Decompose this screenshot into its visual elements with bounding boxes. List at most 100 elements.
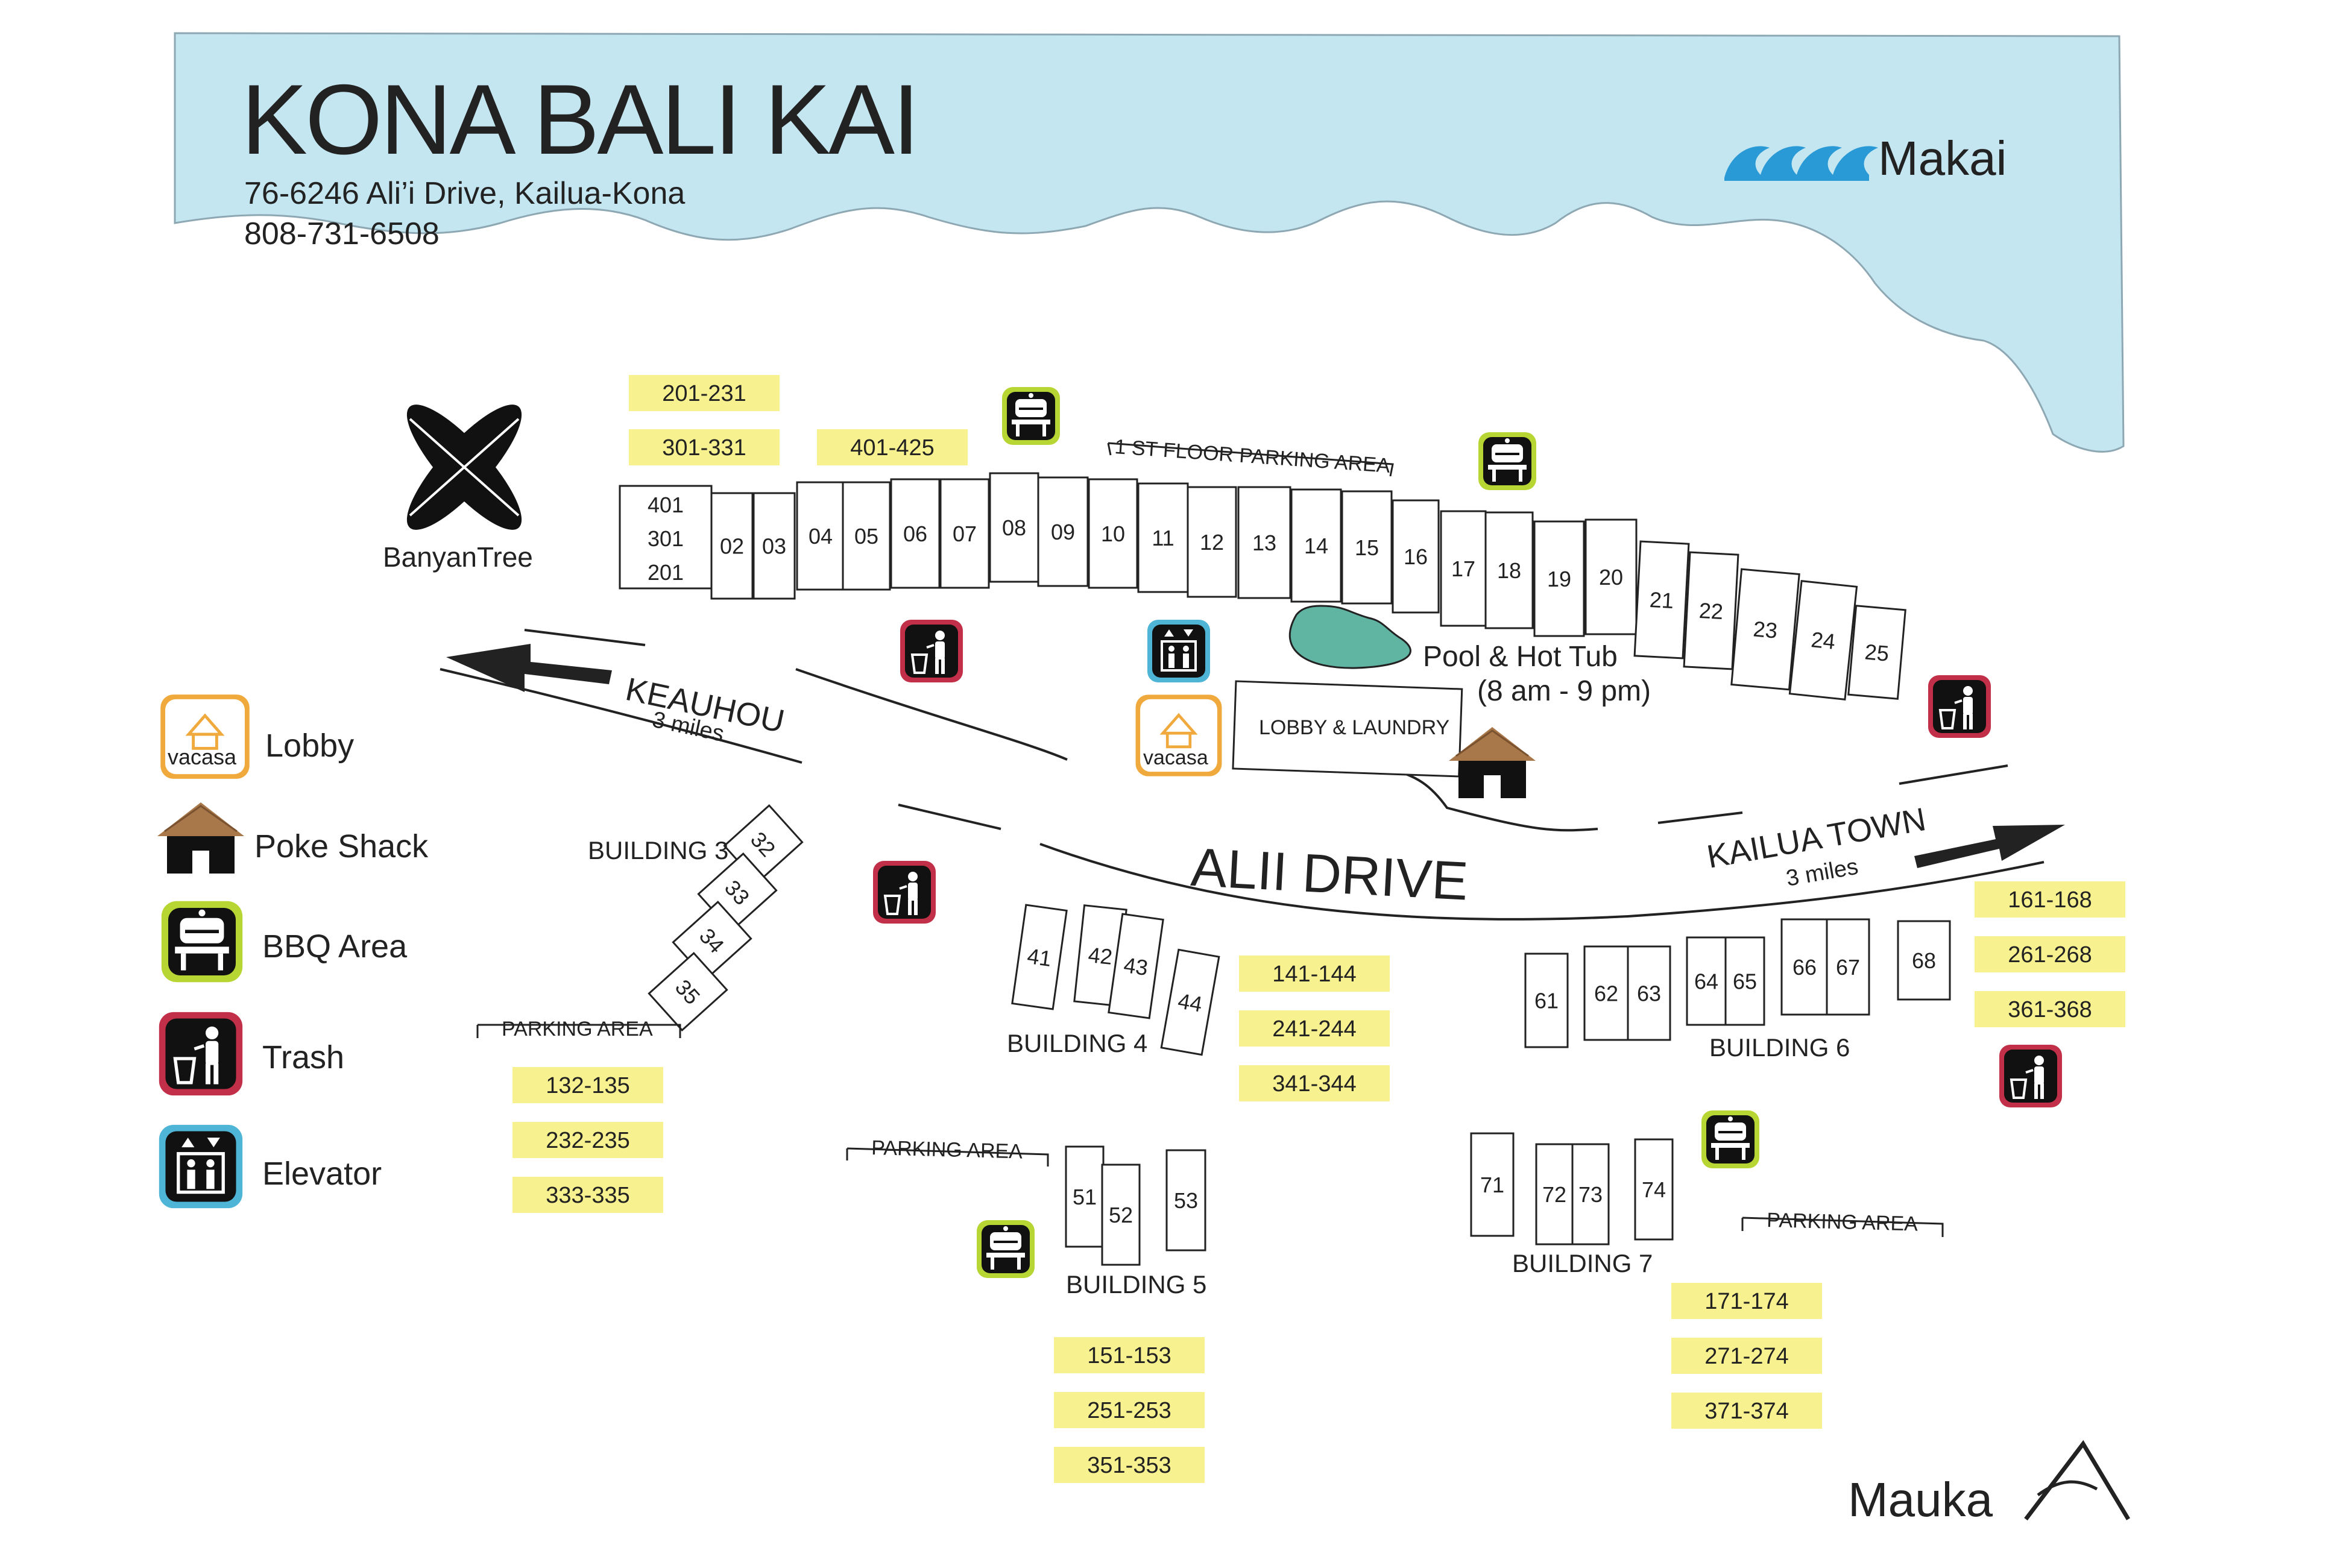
unit-02: 02 xyxy=(710,492,754,600)
unit-16-number: 16 xyxy=(1404,544,1428,569)
unit-range-tag-main-2-bg xyxy=(629,429,780,465)
pool-label: Pool & Hot Tub xyxy=(1423,641,1618,673)
unit-06-outline xyxy=(890,478,941,589)
unit-41-number: 41 xyxy=(1026,943,1053,971)
unit-20: 20 xyxy=(1584,518,1638,635)
first-floor-parking-bracket xyxy=(1107,442,1394,477)
unit-21-number: 21 xyxy=(1649,587,1674,613)
banyan-tree-icon xyxy=(406,405,522,530)
parking-bracket-5 xyxy=(846,1147,1049,1167)
unit-18-number: 18 xyxy=(1497,558,1521,583)
unit-66-number: 66 xyxy=(1792,955,1817,980)
unit-range-tag-161-168-text: 161-168 xyxy=(2008,887,2092,913)
unit-range-tag-261-268: 261-268 xyxy=(1975,936,2125,972)
unit-04-outline xyxy=(796,481,845,591)
unit-09-number: 09 xyxy=(1051,520,1075,544)
unit-range-tag-333-335: 333-335 xyxy=(512,1177,663,1213)
unit-35: 35 xyxy=(648,951,728,1032)
unit-range-tag-132-135-bg xyxy=(512,1067,663,1103)
unit-range-tag-132-135-text: 132-135 xyxy=(546,1073,629,1098)
unit-range-tag-361-368-text: 361-368 xyxy=(2008,997,2092,1022)
building-name-3: BUILDING 3 xyxy=(588,836,728,864)
unit-range-tag-271-274-bg xyxy=(1671,1338,1822,1374)
unit-range-tag-main-2: 301-331 xyxy=(629,429,780,465)
unit-23: 23 xyxy=(1730,568,1800,691)
unit-15-outline xyxy=(1341,490,1393,605)
lobby-laundry-label: LOBBY & LAUNDRY xyxy=(1259,716,1449,739)
unit-range-tag-141-144: 141-144 xyxy=(1239,956,1390,992)
unit-43-number: 43 xyxy=(1122,952,1149,980)
trash-map-icon-4 xyxy=(1998,1044,2063,1109)
unit-52: 52 xyxy=(1101,1163,1141,1266)
unit-72: 72 xyxy=(1535,1143,1574,1245)
alii-drive xyxy=(440,629,2045,921)
wave-icon xyxy=(1724,146,1878,181)
unit-74: 74 xyxy=(1634,1138,1674,1241)
unit-63-outline xyxy=(1627,945,1671,1041)
unit-07-number: 07 xyxy=(953,521,977,546)
west-arrow xyxy=(446,644,612,692)
unit-52-outline xyxy=(1101,1163,1141,1266)
unit-05-number: 05 xyxy=(854,524,878,549)
unit-range-tag-main-1-bg xyxy=(629,375,780,411)
unit-range-tag-171-174-bg xyxy=(1671,1283,1822,1319)
unit-21-outline xyxy=(1633,540,1690,660)
parking-bracket-3 xyxy=(476,1024,681,1038)
lobby-map-icon-text: vacasa xyxy=(1143,746,1208,769)
legend-label-bbq: BBQ Area xyxy=(262,928,408,965)
unit-67-number: 67 xyxy=(1836,955,1860,980)
unit-25: 25 xyxy=(1847,605,1906,700)
unit-range-tag-151-153: 151-153 xyxy=(1054,1337,1205,1373)
unit-02-outline xyxy=(710,492,754,600)
unit-range-tag-351-353-bg xyxy=(1054,1447,1205,1483)
unit-10-number: 10 xyxy=(1101,521,1125,546)
unit-12-outline xyxy=(1187,486,1237,598)
unit-63: 63 xyxy=(1627,945,1671,1041)
bbq-map-icon-1 xyxy=(1002,387,1060,445)
unit-range-tag-271-274: 271-274 xyxy=(1671,1338,1822,1374)
unit-51-outline xyxy=(1065,1145,1105,1248)
legend-poke-shack-icon xyxy=(156,801,245,875)
unit-range-tag-333-335-text: 333-335 xyxy=(546,1183,629,1208)
unit-range-tag-141-144-text: 141-144 xyxy=(1272,962,1356,987)
unit-62-number: 62 xyxy=(1594,981,1618,1006)
bbq-map-icon-2 xyxy=(1478,432,1536,490)
unit-22-number: 22 xyxy=(1698,598,1724,624)
poke-shack-map-icon xyxy=(1448,726,1537,799)
unit-range-tag-241-244-text: 241-244 xyxy=(1272,1016,1356,1042)
unit-09-outline xyxy=(1037,476,1089,587)
unit-23-number: 23 xyxy=(1752,616,1778,643)
parking-label-5: PARKING AREA xyxy=(871,1136,1023,1163)
road-main-label: ALII DRIVE xyxy=(1190,837,1470,912)
unit-42-number: 42 xyxy=(1087,942,1114,969)
unit-range-tag-241-244-bg xyxy=(1239,1010,1390,1047)
unit-range-tag-371-374-bg xyxy=(1671,1393,1822,1429)
unit-24: 24 xyxy=(1788,580,1858,701)
unit-13: 13 xyxy=(1237,486,1291,599)
unit-16: 16 xyxy=(1392,499,1440,614)
trash-map-icon-1 xyxy=(899,619,964,684)
unit-18-outline xyxy=(1484,511,1534,629)
unit-71-outline xyxy=(1470,1132,1515,1237)
unit-73-outline xyxy=(1571,1143,1610,1245)
legend-label-poke-shack: Poke Shack xyxy=(254,828,429,864)
outer-building-tags: 132-135232-235333-335141-144241-244341-3… xyxy=(512,881,2125,1483)
unit-72-number: 72 xyxy=(1542,1182,1566,1207)
ocean xyxy=(174,32,2125,453)
unit-12-number: 12 xyxy=(1200,530,1224,555)
unit-14-number: 14 xyxy=(1304,534,1328,558)
unit-range-tag-261-268-bg xyxy=(1975,936,2125,972)
unit-23-outline xyxy=(1730,568,1800,691)
unit-67: 67 xyxy=(1826,918,1870,1016)
lobby-laundry-building xyxy=(1232,680,1463,778)
unit-stack-number: 401 xyxy=(648,493,684,517)
unit-range-tag-151-153-bg xyxy=(1054,1337,1205,1373)
unit-range-tag-main-2-text: 301-331 xyxy=(662,435,746,461)
legend-bbq-icon xyxy=(162,901,242,982)
unit-11-outline xyxy=(1137,482,1189,593)
legend-elevator-icon xyxy=(159,1125,242,1208)
unit-range-tag-232-235: 232-235 xyxy=(512,1122,663,1158)
unit-range-tag-232-235-bg xyxy=(512,1122,663,1158)
